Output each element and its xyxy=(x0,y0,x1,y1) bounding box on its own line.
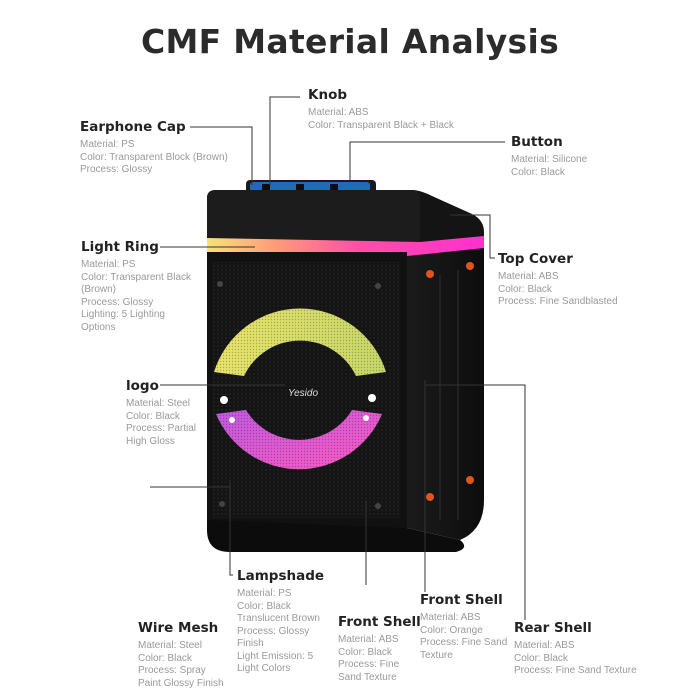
callout-earphone-cap: Earphone Cap Material: PS Color: Transpa… xyxy=(80,119,228,175)
callout-light-ring: Light Ring Material: PS Color: Transpare… xyxy=(81,239,192,333)
callout-name: Knob xyxy=(308,87,348,103)
callout-button: Button Material: Silicone Color: Black xyxy=(511,134,588,178)
callout-rear-shell: Rear Shell Material: ABS Color: Black Pr… xyxy=(514,620,637,676)
front-shell xyxy=(207,252,407,528)
lampshade xyxy=(214,308,386,470)
callout-logo: logo Material: Steel Color: Black Proces… xyxy=(126,378,197,447)
top-cover xyxy=(207,190,484,244)
page-title: CMF Material Analysis xyxy=(140,22,560,61)
rear-shell xyxy=(407,248,484,540)
wire-mesh xyxy=(212,262,400,518)
callout-knob: Knob Material: ABS Color: Transparent Bl… xyxy=(308,87,454,131)
base xyxy=(207,520,465,552)
callout-wire-mesh: Wire Mesh Material: Steel Color: Black P… xyxy=(138,620,224,689)
brand-logo: Yesido xyxy=(288,388,318,399)
callout-front-shell-orange: Front Shell Material: ABS Color: Orange … xyxy=(420,592,508,661)
callout-front-shell-black: Front Shell Material: ABS Color: Black P… xyxy=(338,614,421,683)
callout-top-cover: Top Cover Material: ABS Color: Black Pro… xyxy=(498,251,618,307)
leader-lines xyxy=(150,96,526,620)
callout-lampshade: Lampshade Material: PS Color: Black Tran… xyxy=(237,568,325,674)
